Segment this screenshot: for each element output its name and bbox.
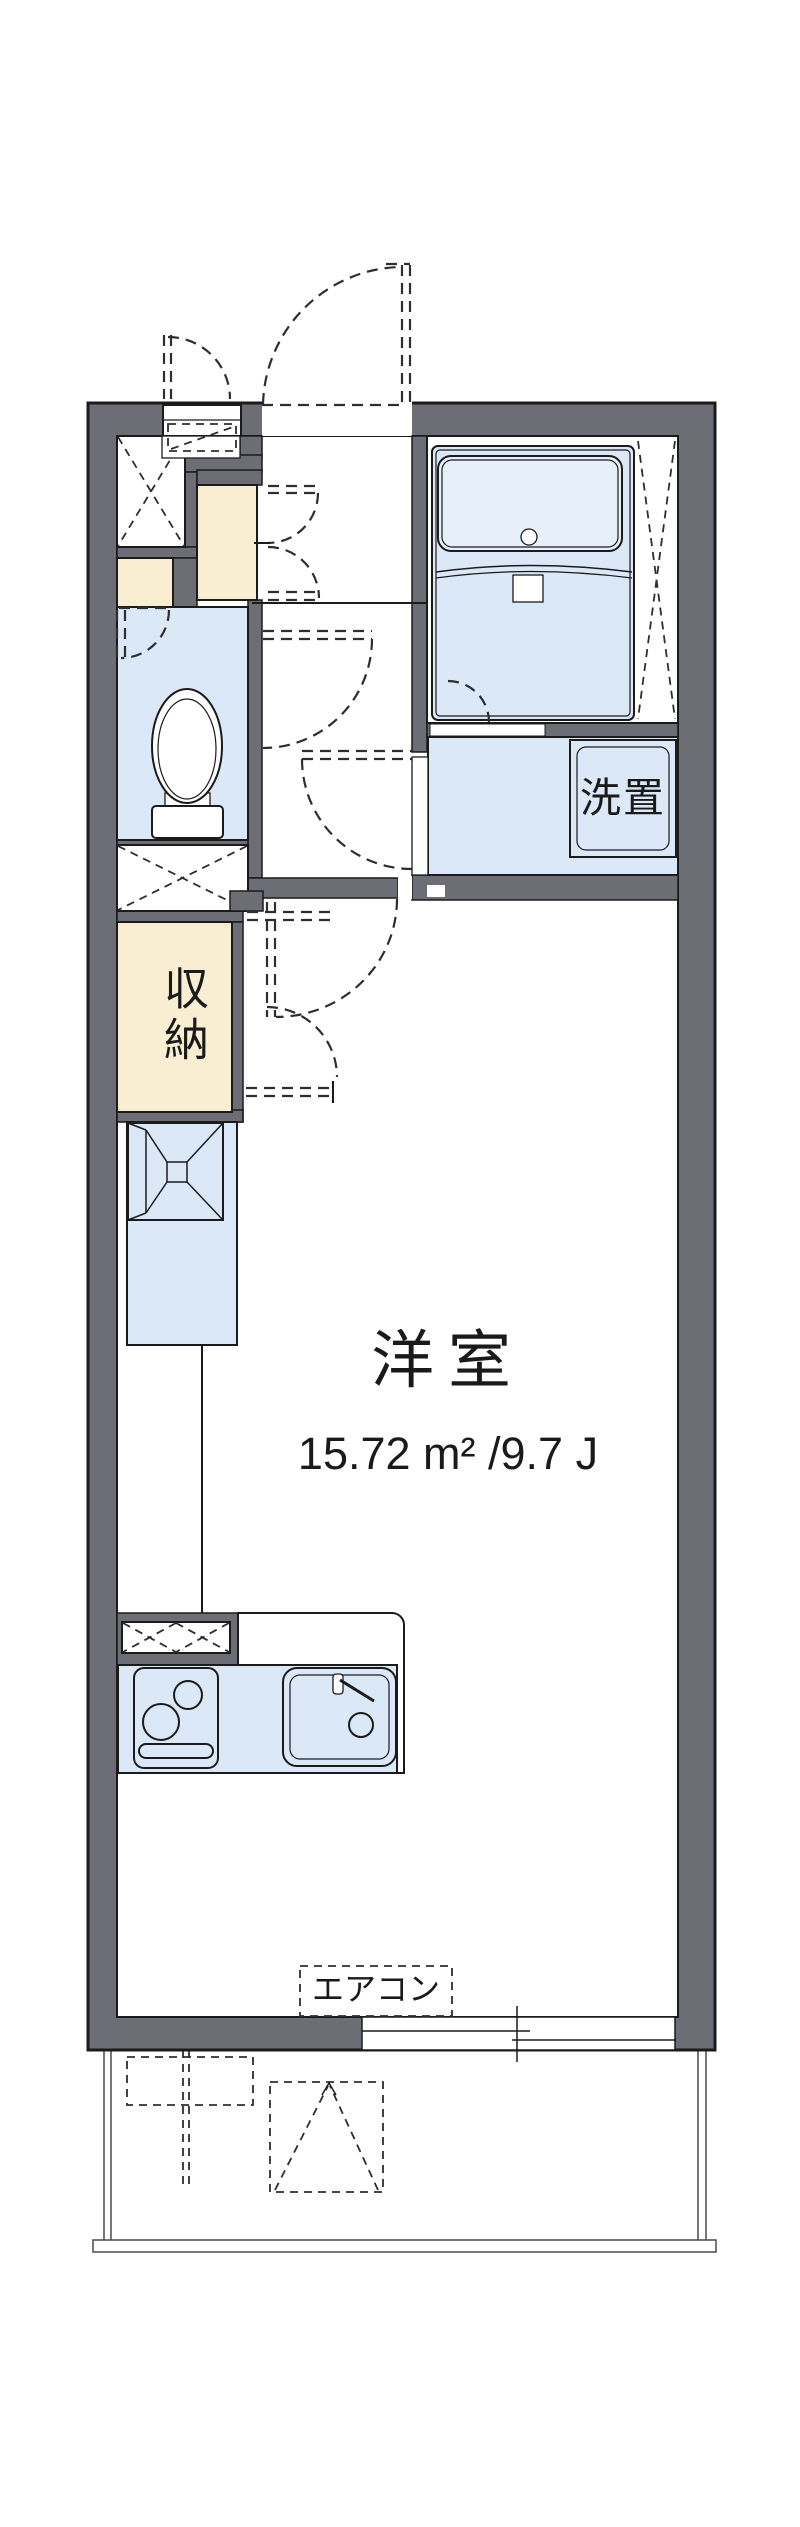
toilet-fixture: [151, 688, 224, 839]
storage-label: 収納: [157, 965, 208, 1067]
bath-door-swing: [447, 679, 491, 723]
duct-symbol: [127, 1122, 224, 1221]
stove-burner-large: [142, 1703, 180, 1741]
hall-closet: [196, 484, 258, 601]
toilet-room: [115, 606, 249, 841]
meter-box-door-swing: [162, 335, 232, 400]
window-sliding: [361, 2006, 676, 2062]
bathtub-drain: [520, 528, 538, 546]
main-room-label: 洋室: [371, 1326, 525, 1396]
bathroom: [426, 435, 679, 737]
bath-faucet-box: [512, 574, 544, 603]
sink-faucet-lever: [339, 1678, 375, 1703]
kitchen-fan-box: [121, 1621, 231, 1654]
kitchen-strip: [126, 1121, 238, 1613]
balcony: [92, 2049, 717, 2253]
balcony-evacuation-hatch: [269, 2081, 384, 2193]
room-folding-door-swing: [246, 898, 399, 1103]
hall-door-swing: [262, 629, 374, 750]
laundry-machine-label: 洗置: [580, 775, 666, 821]
counter-surface: [117, 1664, 398, 1774]
storage-closet: [116, 921, 233, 1113]
sink-faucet: [332, 1673, 344, 1695]
balcony-front-rail: [92, 2239, 717, 2253]
washroom: [300, 736, 679, 876]
stove-grill: [138, 1743, 214, 1759]
washroom-door-swing: [300, 749, 429, 876]
washroom-door-gap: [398, 876, 412, 899]
wall-notch: [427, 885, 445, 897]
balcony-left-rail: [103, 2049, 112, 2243]
meter-box-niche: [161, 423, 241, 459]
hall-closet-door-swing: [254, 484, 321, 602]
air-conditioner-label: エアコン: [311, 1971, 440, 2007]
stove: [133, 1667, 219, 1769]
hatch-apex-arrow: [321, 2081, 337, 2096]
main-room-area-label: 15.72 m² /9.7 J: [297, 1428, 599, 1479]
aircon-box: [299, 1965, 453, 2017]
entrance-door-swing: [261, 262, 412, 407]
balcony-right-rail: [697, 2049, 707, 2243]
laundry-machine-box: [569, 739, 677, 858]
sink: [282, 1667, 397, 1767]
stove-burner-small: [173, 1680, 203, 1710]
shoe-cabinet: [116, 557, 174, 608]
entrance-sill: [162, 404, 242, 437]
bath-threshold: [429, 723, 546, 737]
room-corner-wall: [229, 890, 264, 912]
bath-pipe-space: [637, 440, 676, 720]
sink-drain: [348, 1712, 374, 1738]
balcony-drain-marking: [126, 2050, 254, 2188]
pipe-space-box: [116, 844, 249, 912]
washroom-door-leaf: [411, 756, 429, 876]
toilet-door-swing: [115, 606, 171, 660]
bathtub-edge-line: [435, 564, 633, 573]
bathtub: [437, 455, 623, 552]
kitchen-counter: [117, 1612, 405, 1774]
